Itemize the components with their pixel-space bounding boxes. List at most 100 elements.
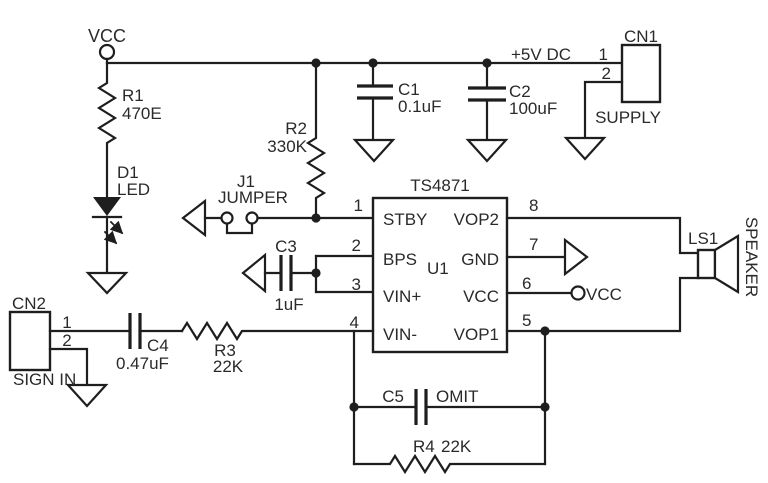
ground-symbol-c2 [465, 138, 509, 163]
cn1-pin1-number: 1 [599, 45, 608, 64]
junction-dot [311, 58, 321, 68]
u1-pin7-number: 7 [529, 235, 538, 254]
r2-ref: R2 [285, 119, 307, 138]
r2-value: 330K [267, 137, 307, 156]
ground-symbol-pin7 [563, 237, 589, 277]
junction-dot [540, 326, 550, 336]
r4-body [352, 453, 547, 475]
u1-pin1-number: 1 [354, 196, 363, 215]
junction-dots [311, 58, 550, 412]
ground-symbol-c1 [352, 138, 396, 163]
j1-label: JUMPER [218, 188, 288, 207]
junction-dot [311, 213, 321, 223]
r2-body [305, 61, 327, 220]
ground-symbol-cn1 [563, 136, 607, 161]
ground-symbol-d1 [85, 271, 129, 295]
c1-plates [357, 84, 393, 100]
u1-pin3-number: 3 [352, 275, 361, 294]
u1-ic: TS4871 U1 1 2 3 4 8 7 6 5 STBY BPS VIN+ … [350, 176, 538, 354]
ls1-speaker: LS1 SPEAKER [688, 217, 761, 297]
u1-pin8-name: VOP2 [454, 210, 499, 229]
vop1-to-speaker-wire [505, 276, 700, 333]
led-light-arrow-2 [103, 230, 118, 245]
c3-capacitor: C3 1uF [241, 237, 375, 314]
junction-dot [482, 58, 492, 68]
vcc-terminal-label: VCC [88, 26, 126, 46]
c1-capacitor: C1 0.1uF [352, 61, 441, 163]
j1-ref: J1 [237, 172, 255, 191]
r1-resistor: R1 470E [96, 61, 162, 199]
led-anode-triangle [93, 197, 121, 216]
u1-pin6-number: 6 [522, 274, 531, 293]
cn2-body [8, 310, 52, 372]
r3-value: 22K [213, 357, 244, 376]
ground-symbol-cn2 [65, 383, 109, 408]
u1-pin4-name: VIN- [383, 325, 417, 344]
c1-ref: C1 [398, 80, 420, 99]
c2-value: 100uF [509, 99, 557, 118]
c2-capacitor: C2 100uF [465, 61, 557, 163]
c3-plates [279, 255, 293, 291]
pin7-ground [505, 237, 589, 277]
r2-resistor: R2 330K [267, 61, 327, 220]
ground-symbol-j1 [181, 198, 207, 238]
u1-pin6-name: VCC [463, 287, 499, 306]
cn2-pin2-number: 2 [62, 331, 71, 350]
rail-voltage-label: +5V DC [511, 45, 571, 64]
d1-led: D1 LED [91, 163, 150, 275]
ls1-label: SPEAKER [742, 217, 761, 297]
u1-pin7-name: GND [461, 250, 499, 269]
cn1-pin2-number: 2 [602, 64, 611, 83]
ground-symbol-c3 [241, 252, 267, 294]
c2-ref: C2 [509, 82, 531, 101]
vcc-terminal-circle [98, 43, 116, 61]
cn2-connector: CN2 1 2 SIGN IN [8, 294, 130, 408]
r3-body [180, 320, 375, 342]
c1-value: 0.1uF [398, 97, 441, 116]
ls1-ref: LS1 [688, 229, 718, 248]
cn2-pin1-number: 1 [62, 313, 71, 332]
pin6-vcc-terminal [570, 285, 586, 301]
j1-shorting-link [225, 222, 254, 235]
cn1-body [620, 43, 662, 104]
cn1-pin2-wire [583, 80, 624, 140]
cn1-label: SUPPLY [595, 108, 661, 127]
u1-pin1-name: STBY [383, 210, 427, 229]
pin6-vcc: VCC [505, 285, 622, 304]
u1-body [371, 196, 509, 354]
u1-pin3-name: VIN+ [383, 287, 421, 306]
d1-value: LED [117, 180, 150, 199]
c3-value: 1uF [274, 295, 303, 314]
junction-dot [368, 58, 378, 68]
cn2-pin2-wire [48, 347, 89, 387]
vop2-to-speaker-wire [505, 216, 700, 255]
u1-ref: U1 [427, 259, 449, 278]
c4-ref: C4 [147, 336, 169, 355]
junction-dot [349, 402, 359, 412]
r3-ref: R3 [214, 341, 236, 360]
pin6-vcc-label: VCC [586, 285, 622, 304]
vcc-terminal: VCC [88, 26, 126, 65]
c4-value: 0.47uF [116, 354, 169, 373]
junction-dot [540, 402, 550, 412]
cn2-ref: CN2 [12, 294, 46, 313]
u1-pin2-name: BPS [383, 250, 417, 269]
r4-value: 22K [441, 437, 472, 456]
speaker-cone [713, 234, 740, 294]
j1-post-2 [245, 211, 259, 225]
u1-pin5-name: VOP1 [454, 325, 499, 344]
c5-note: OMIT [436, 387, 479, 406]
cn1-connector: CN1 1 2 SUPPLY [563, 27, 662, 161]
u1-pin8-number: 8 [529, 196, 538, 215]
led-light-arrow-1 [109, 220, 124, 235]
c5-ref: C5 [382, 387, 404, 406]
c2-plates [468, 86, 506, 102]
c4-plates [128, 313, 142, 349]
c5-plates [414, 389, 428, 425]
c3-ref: C3 [275, 237, 297, 256]
r1-value: 470E [122, 104, 162, 123]
u1-pin2-number: 2 [352, 236, 361, 255]
speaker-driver-box [696, 248, 717, 280]
junction-dot [311, 268, 321, 278]
